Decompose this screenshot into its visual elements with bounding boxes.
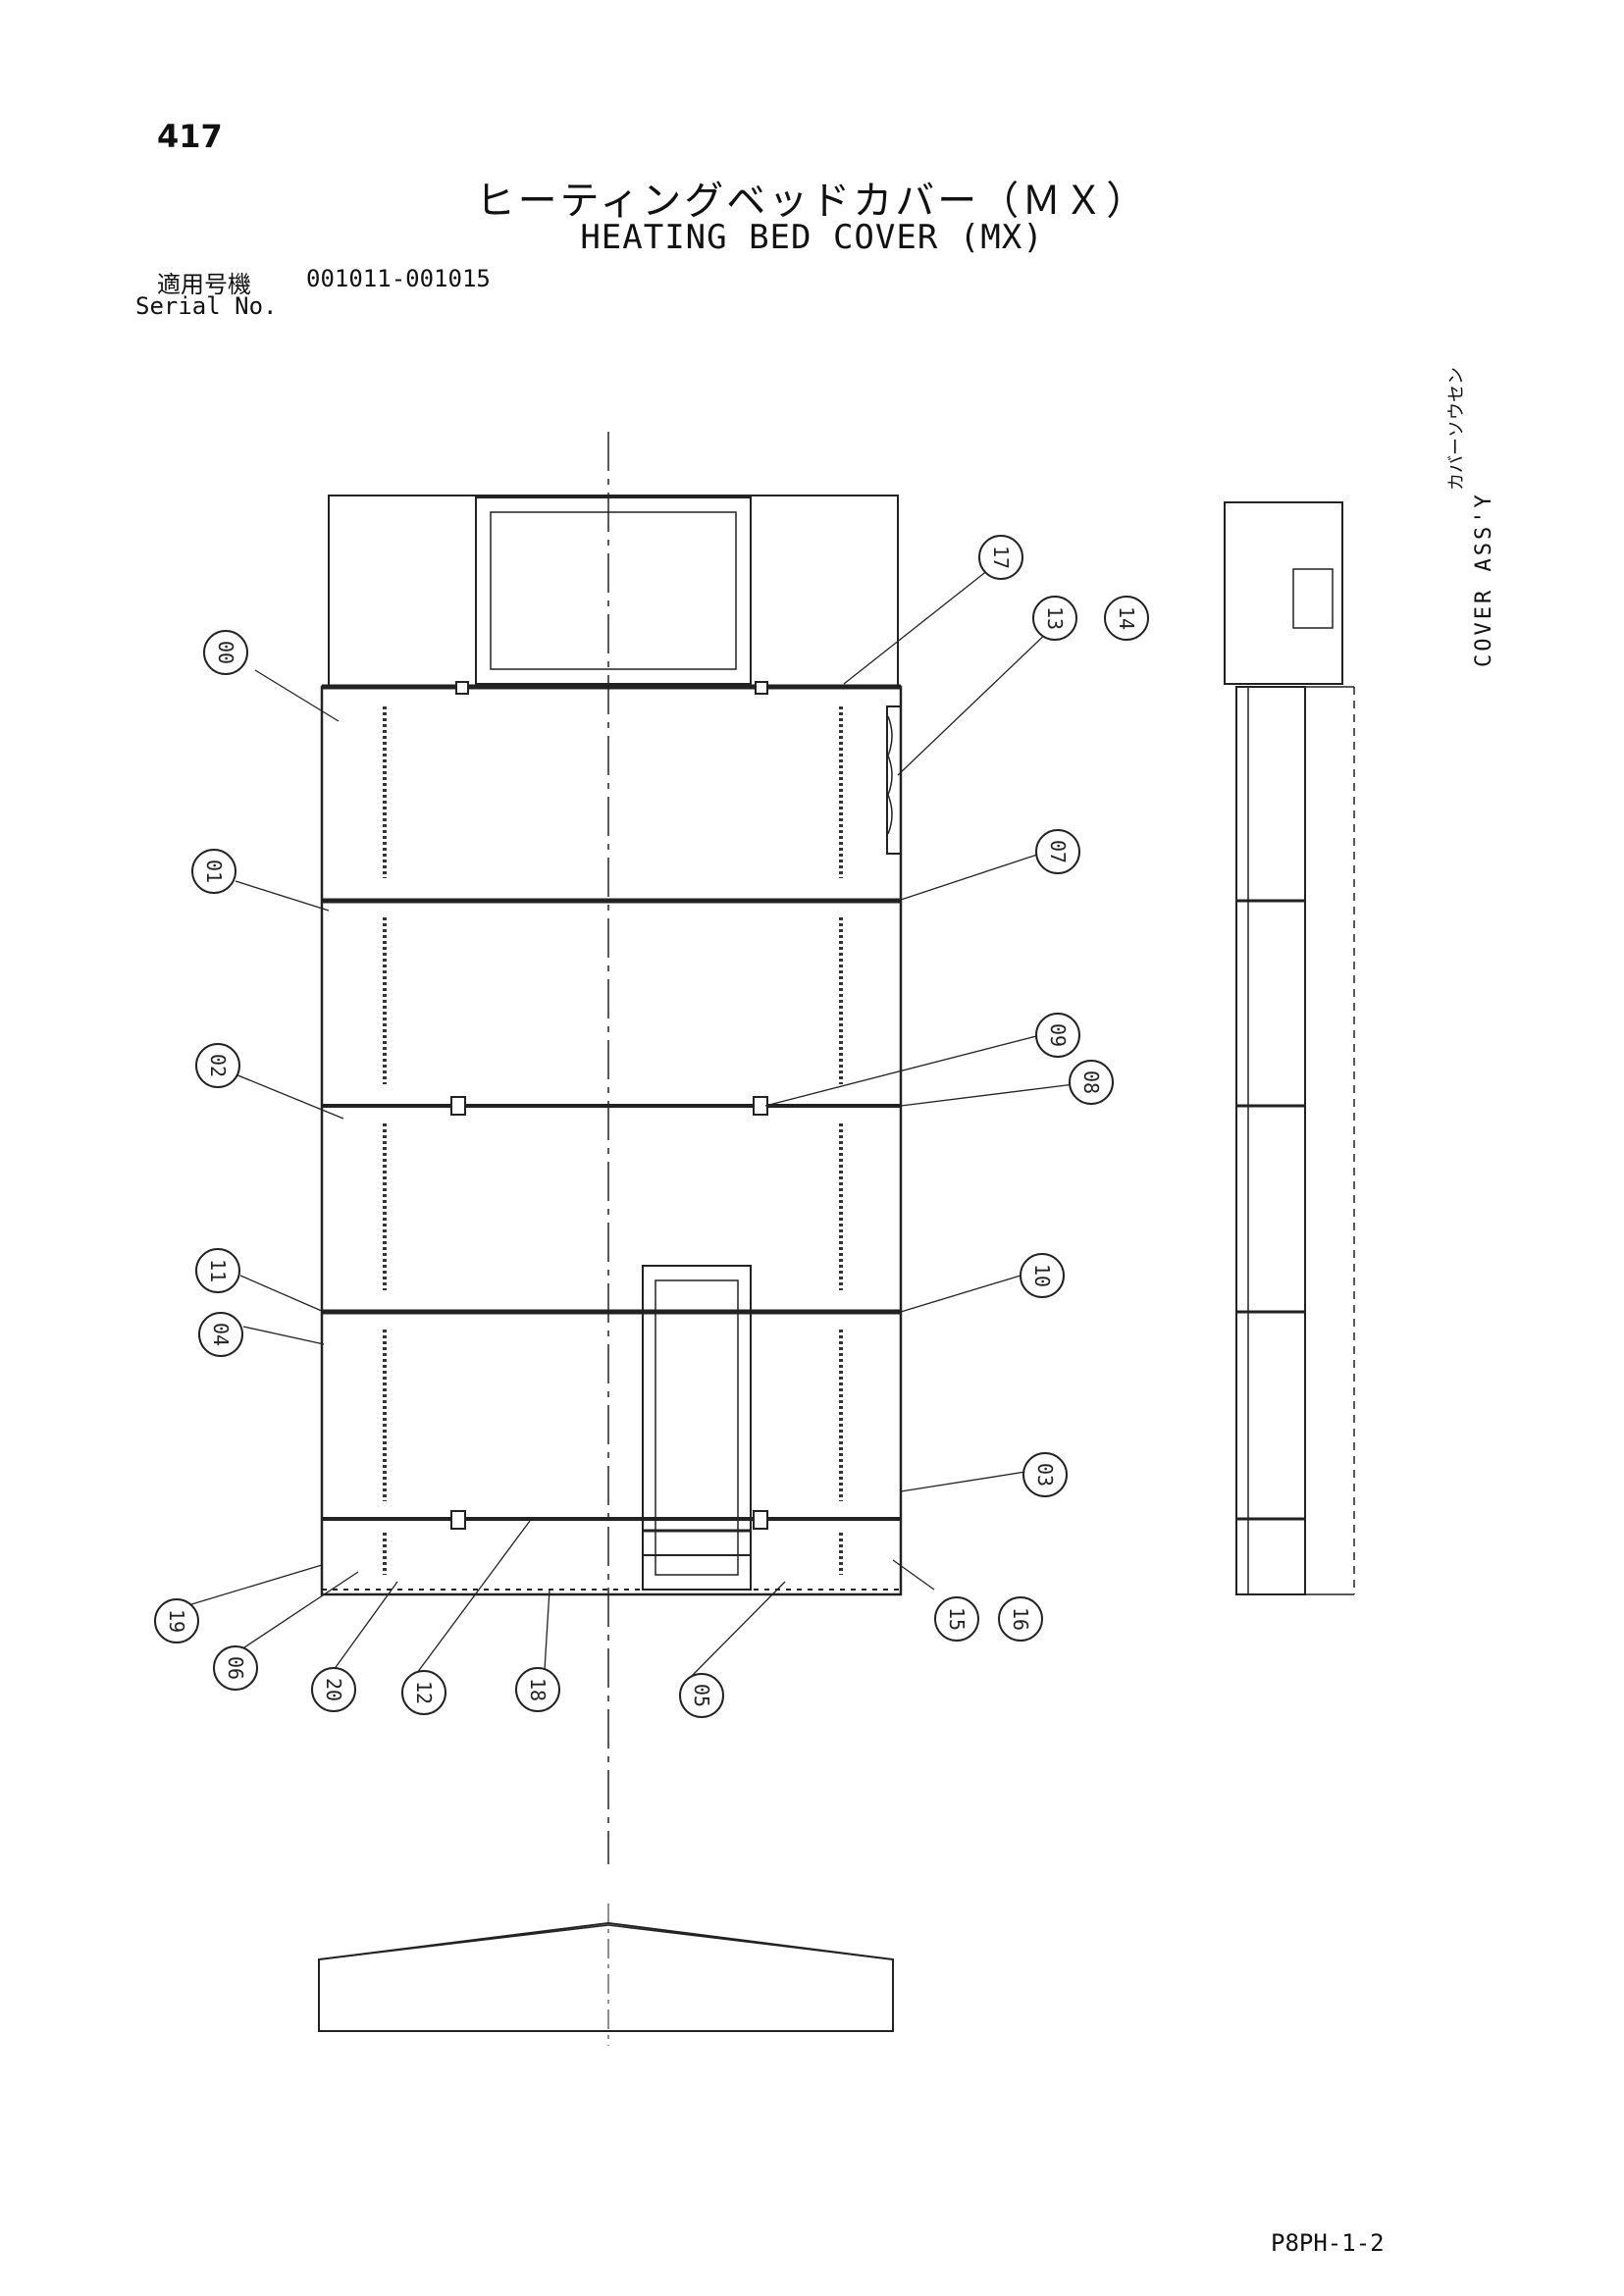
svg-text:13: 13: [1043, 606, 1067, 630]
callout-03: 03: [1022, 1452, 1068, 1497]
svg-text:10: 10: [1030, 1264, 1054, 1287]
svg-text:02: 02: [206, 1054, 230, 1077]
callout-10: 10: [1020, 1253, 1065, 1298]
main-cover-assembly: [320, 681, 903, 1596]
callout-14: 14: [1104, 596, 1149, 641]
svg-text:11: 11: [206, 1259, 230, 1282]
svg-text:16: 16: [1009, 1607, 1032, 1631]
side-view: [1224, 501, 1355, 1595]
callout-06: 06: [213, 1645, 258, 1691]
serial-label-english: Serial No.: [135, 292, 278, 320]
svg-text:09: 09: [1046, 1023, 1070, 1047]
svg-text:14: 14: [1115, 606, 1138, 630]
callout-08: 08: [1069, 1060, 1114, 1105]
title-english: HEATING BED COVER (MX): [580, 218, 1044, 257]
drawing-code: P8PH-1-2: [1271, 2229, 1385, 2257]
svg-text:12: 12: [412, 1681, 436, 1704]
svg-text:03: 03: [1033, 1463, 1057, 1487]
svg-text:17: 17: [989, 546, 1013, 569]
callout-18: 18: [515, 1667, 560, 1712]
callout-00: 00: [203, 630, 248, 675]
callout-12: 12: [401, 1670, 446, 1715]
serial-number-range: 001011-001015: [306, 265, 491, 292]
callout-16: 16: [998, 1596, 1043, 1642]
svg-text:19: 19: [165, 1609, 188, 1633]
svg-text:08: 08: [1079, 1070, 1103, 1094]
svg-text:01: 01: [202, 860, 226, 883]
upper-frame: [328, 495, 899, 688]
callout-01: 01: [191, 849, 236, 894]
callout-02: 02: [195, 1043, 240, 1088]
callout-13: 13: [1032, 596, 1077, 641]
callout-04: 04: [198, 1312, 243, 1357]
callout-17: 17: [978, 535, 1023, 580]
svg-text:07: 07: [1046, 840, 1070, 863]
callout-09: 09: [1035, 1013, 1080, 1058]
page-number: 417: [157, 118, 223, 155]
serial-label-japanese: 適用号機: [157, 271, 251, 298]
svg-text:00: 00: [214, 641, 237, 664]
callout-20: 20: [311, 1667, 356, 1712]
callout-11: 11: [195, 1248, 240, 1293]
front-view: [318, 1904, 894, 2046]
svg-text:05: 05: [690, 1684, 713, 1707]
callout-07: 07: [1035, 829, 1080, 874]
title-japanese: ヒーティングベッドカバー（ＭＸ）: [475, 179, 1149, 224]
svg-text:18: 18: [526, 1678, 550, 1701]
svg-text:04: 04: [209, 1323, 233, 1346]
svg-text:15: 15: [945, 1607, 969, 1631]
svg-text:06: 06: [224, 1656, 247, 1680]
callout-05: 05: [679, 1673, 724, 1718]
leader-lines: [168, 565, 1075, 1677]
callout-15: 15: [934, 1596, 979, 1642]
svg-text:20: 20: [322, 1678, 345, 1701]
callout-19: 19: [154, 1598, 199, 1644]
